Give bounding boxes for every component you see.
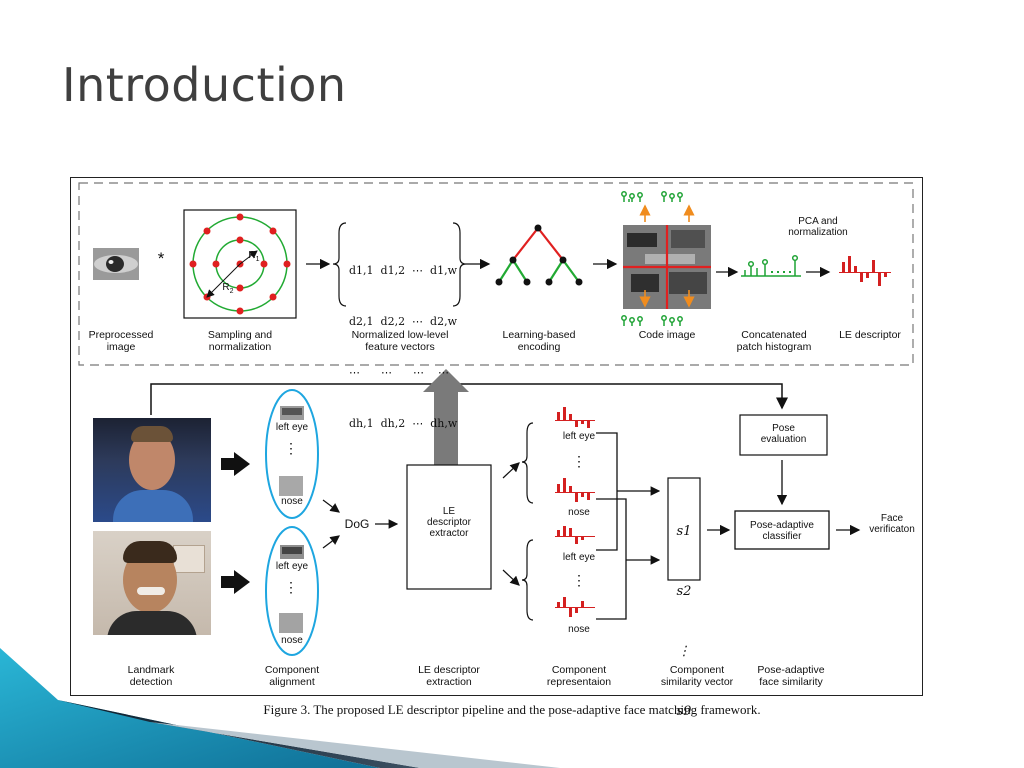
pose-evaluation-label: Pose evaluation — [760, 423, 807, 445]
component-ellipse-top — [265, 389, 319, 519]
component-nose-1: nose — [281, 496, 303, 507]
sim-s2: s2 — [676, 584, 692, 599]
label-learning: Learning-based encoding — [502, 329, 576, 353]
r2-label: R2 — [222, 282, 234, 295]
label-histogram: Concatenated patch histogram — [736, 329, 812, 353]
r1-letter: R — [248, 250, 256, 261]
rep-left-eye-2: left eye — [562, 552, 596, 563]
similarity-vars: s1 s2 ⋮ s9 — [668, 482, 700, 762]
matrix-row-2: d2,1 d2,2 ⋯ d2,w — [349, 315, 458, 328]
pose-classifier-label: Pose-adaptive classifier — [750, 520, 814, 542]
label-landmark: Landmark detection — [127, 664, 175, 688]
face-image-bottom — [93, 531, 211, 635]
r2-letter: R — [222, 282, 230, 293]
matrix-row-3: ⋯ ⋯ ⋯ ⋯ — [349, 366, 449, 379]
label-representation: Component representaion — [546, 664, 612, 688]
pose-evaluation-box — [739, 414, 828, 456]
star-operator: * — [157, 249, 165, 268]
r1-label: R1 — [248, 250, 260, 263]
component-nose-2: nose — [281, 635, 303, 646]
pca-label: PCA and normalization — [788, 216, 848, 238]
label-preprocessed: Preprocessed image — [88, 329, 154, 353]
rep-nose-1: nose — [568, 507, 590, 518]
figure-caption: Figure 3. The proposed LE descriptor pip… — [263, 702, 761, 717]
le-extractor-box — [406, 464, 492, 590]
preprocessed-eye-image — [93, 248, 139, 280]
component-left-eye-2: left eye — [275, 561, 309, 572]
sampling-pattern-box — [183, 209, 297, 319]
upward-grey-arrow — [423, 369, 469, 465]
label-face-similarity: Pose-adaptive face similarity — [757, 664, 825, 688]
face-image-top — [93, 418, 211, 522]
label-le-descriptor: LE descriptor — [839, 329, 901, 341]
dog-label: DoG — [344, 517, 370, 531]
rep-left-eye-1: left eye — [562, 431, 596, 442]
pose-classifier-box — [734, 510, 830, 550]
label-extraction: LE descriptor extraction — [418, 664, 480, 688]
le-extractor-label: LE descriptor extractor — [427, 506, 471, 539]
sim-s9: s9 — [676, 704, 692, 719]
encoding-tree — [495, 224, 583, 286]
sim-dots: ⋮ — [677, 644, 691, 659]
green-mini-histograms — [621, 191, 683, 326]
component-dots-2: ⋮ — [284, 579, 298, 595]
feature-matrix: d1,1 d1,2 ⋯ d1,w d2,1 d2,2 ⋯ d2,w ⋯ ⋯ ⋯ … — [349, 228, 457, 466]
label-alignment: Component alignment — [264, 664, 320, 688]
rep-dots-2: ⋮ — [572, 572, 586, 588]
label-similarity: Component similarity vector — [660, 664, 734, 688]
face1-arrow — [221, 452, 250, 476]
face2-arrow — [221, 570, 250, 594]
similarity-vector-box — [667, 477, 701, 581]
component-left-eye-1: left eye — [275, 422, 309, 433]
label-code-image: Code image — [638, 329, 696, 341]
sim-s1: s1 — [676, 524, 692, 539]
matrix-row-4: dh,1 dh,2 ⋯ dh,w — [349, 417, 458, 430]
figure-panel: * R1 R2 d1,1 d1,2 ⋯ d1,w d2,1 d2,2 ⋯ d2,… — [70, 177, 923, 719]
label-sampling: Sampling and normalization — [207, 329, 273, 353]
matrix-row-1: d1,1 d1,2 ⋯ d1,w — [349, 264, 458, 277]
figure-graphics — [78, 182, 914, 656]
slide-title: Introduction — [62, 58, 347, 112]
component-dots-1: ⋮ — [284, 440, 298, 456]
concatenated-histogram — [741, 254, 801, 277]
top-pipeline-dashed-box — [78, 182, 914, 366]
face-verification-label: Face verificaton — [869, 513, 915, 535]
code-image — [623, 204, 711, 309]
label-features: Normalized low-level feature vectors — [351, 329, 449, 353]
rep-dots-1: ⋮ — [572, 453, 586, 469]
le-descriptor-bars — [839, 256, 891, 286]
rep-nose-2: nose — [568, 624, 590, 635]
component-histograms — [555, 407, 595, 617]
component-ellipse-bottom — [265, 526, 319, 656]
